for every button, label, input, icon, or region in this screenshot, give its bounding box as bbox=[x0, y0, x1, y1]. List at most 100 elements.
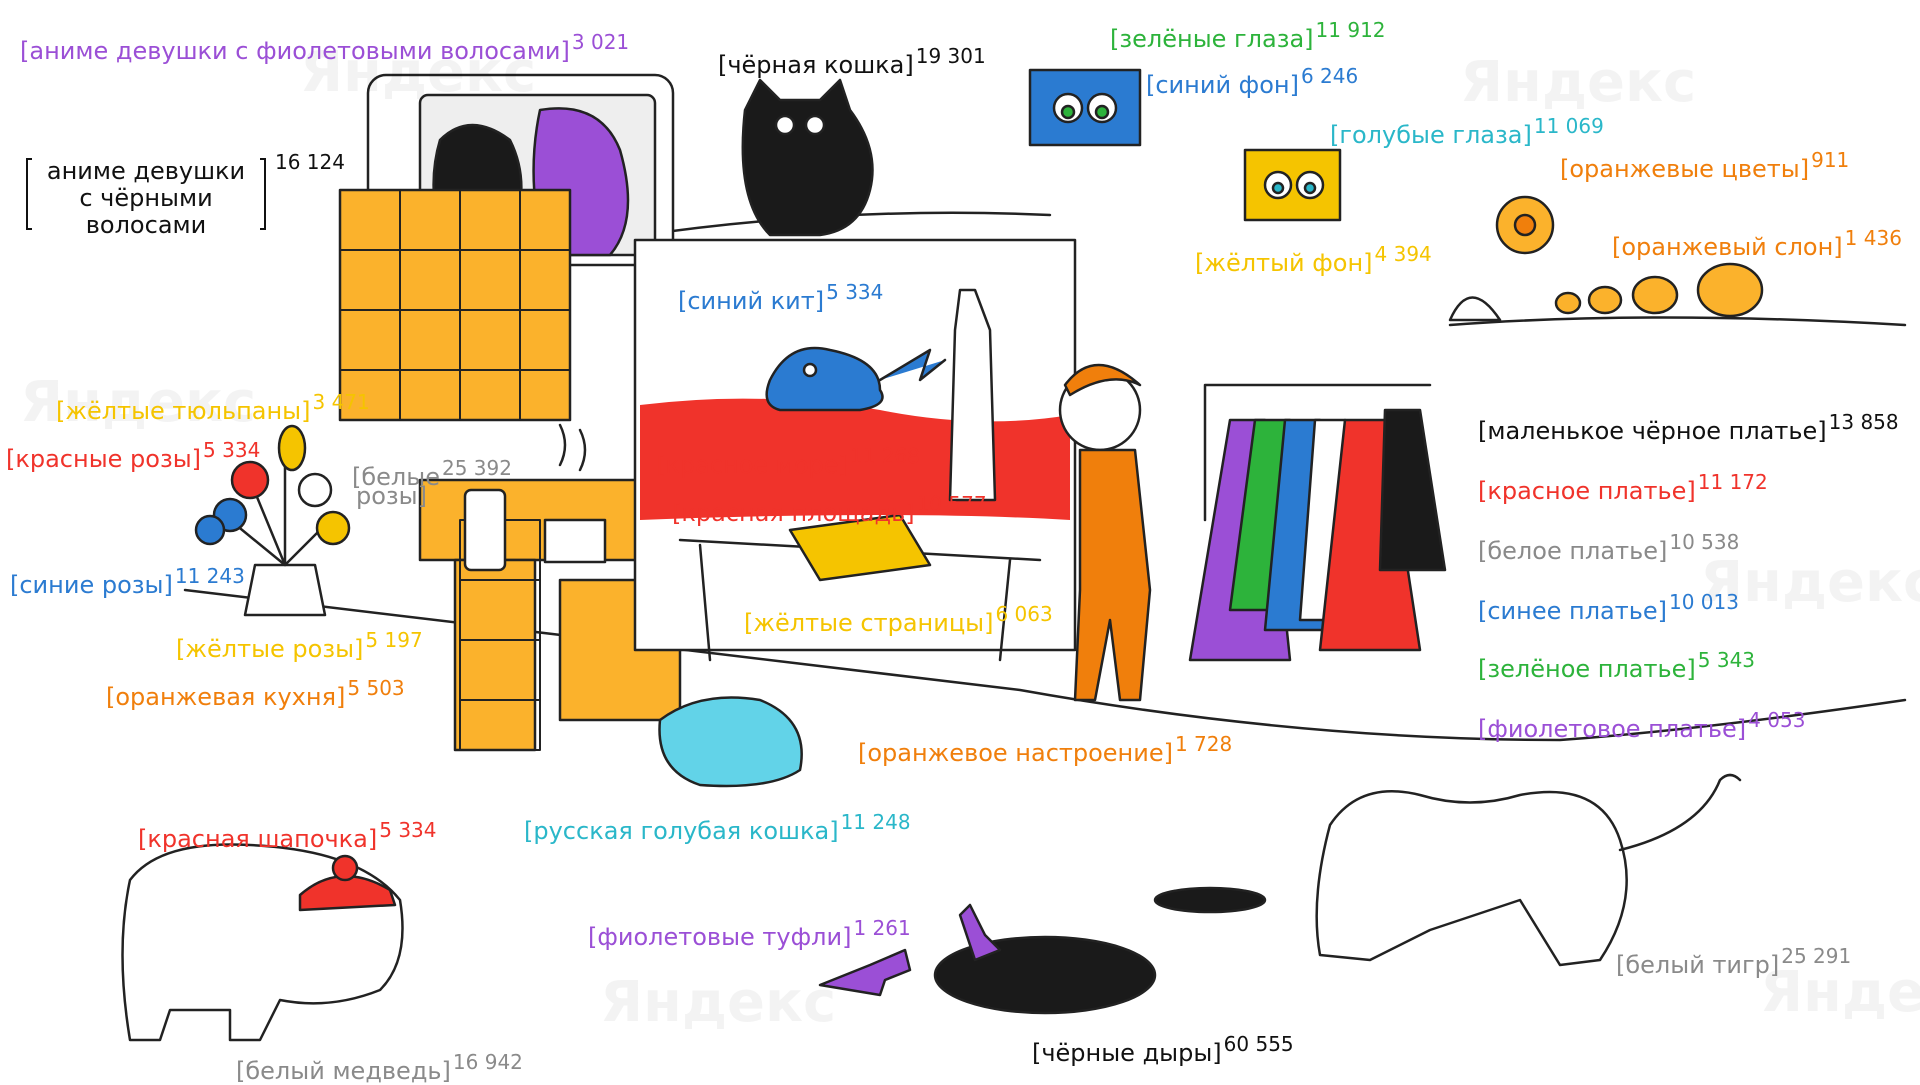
label-text: [оранжевое настроение] bbox=[858, 739, 1173, 767]
label-count: 25 392 bbox=[441, 456, 512, 480]
label-count: 11 172 bbox=[1697, 470, 1768, 494]
label-light-blue-eyes: [голубые глаза]11 069 bbox=[1330, 112, 1604, 149]
label-text: [оранжевый слон] bbox=[1612, 233, 1843, 261]
label-count: 5 334 bbox=[379, 818, 437, 842]
watermark: Яндекс bbox=[1460, 50, 1696, 115]
black-cat bbox=[741, 78, 874, 237]
label-anime-purple: [аниме девушки с фиолетовыми волосами]3 … bbox=[20, 28, 629, 65]
label-red-cap: [красная шапочка]5 334 bbox=[138, 816, 437, 853]
label-text: [оранжевые цветы] bbox=[1560, 155, 1810, 183]
watermark: Яндекс bbox=[600, 970, 836, 1035]
label-text: [русская голубая кошка] bbox=[524, 817, 839, 845]
purple-shoe-2 bbox=[958, 903, 1002, 962]
label-text: [синий кит] bbox=[678, 287, 825, 315]
orange-elephants bbox=[1554, 262, 1764, 318]
label-text: [жёлтые тюльпаны] bbox=[56, 397, 311, 425]
label-text: [синие розы] bbox=[10, 571, 173, 599]
label-count: 11 248 bbox=[840, 810, 911, 834]
label-count: 5 334 bbox=[203, 438, 261, 462]
red-hat bbox=[298, 874, 397, 912]
label-blue-dress: [синее платье]10 013 bbox=[1478, 588, 1739, 625]
label-yellow-pages: [жёлтые страницы]6 063 bbox=[744, 600, 1053, 637]
label-yellow-bg: [жёлтый фон]4 394 bbox=[1195, 240, 1432, 277]
label-count: 911 bbox=[1811, 148, 1850, 172]
label-white-bear: [белый медведь]16 942 bbox=[236, 1048, 523, 1085]
label-purple-shoes: [фиолетовые туфли]1 261 bbox=[588, 914, 911, 951]
label-text: [синее платье] bbox=[1478, 597, 1667, 625]
label-black-holes: [чёрные дыры]60 555 bbox=[1032, 1030, 1294, 1067]
label-count: 10 538 bbox=[1669, 530, 1740, 554]
label-count: 4 053 bbox=[1748, 708, 1806, 732]
purple-shoe-1 bbox=[818, 948, 912, 997]
blue-frame bbox=[1028, 68, 1142, 147]
label-little-black-dress: [маленькое чёрное платье]13 858 bbox=[1478, 408, 1899, 445]
label-black-cat: [чёрная кошка]19 301 bbox=[718, 42, 986, 79]
label-text: [чёрные дыры] bbox=[1032, 1039, 1222, 1067]
label-count: 13 858 bbox=[1828, 410, 1899, 434]
person-body bbox=[1073, 448, 1152, 702]
label-count: 5 197 bbox=[365, 628, 423, 652]
label-red-dress: [красное платье]11 172 bbox=[1478, 468, 1768, 505]
label-text: [красная площадь] bbox=[672, 499, 915, 527]
label-text: [красное море] bbox=[656, 451, 848, 479]
label-green-eyes: [зелёные глаза]11 912 bbox=[1110, 16, 1386, 53]
label-text: [белый медведь] bbox=[236, 1057, 451, 1085]
label-red-sea: [красное море]11 268 bbox=[656, 442, 920, 479]
label-text: [фиолетовое платье] bbox=[1478, 715, 1747, 743]
label-purple-dress: [фиолетовое платье]4 053 bbox=[1478, 706, 1805, 743]
label-red-roses: [красные розы]5 334 bbox=[6, 436, 260, 473]
label-count: 16 942 bbox=[452, 1050, 523, 1074]
label-white-dress: [белое платье]10 538 bbox=[1478, 528, 1739, 565]
label-text: [красная шапочка] bbox=[138, 825, 378, 853]
label-count: 3 021 bbox=[571, 30, 630, 54]
label-count: 1 261 bbox=[853, 916, 911, 940]
vase bbox=[243, 563, 327, 617]
label-count: 5 334 bbox=[826, 280, 884, 304]
yellow-pages bbox=[788, 513, 932, 582]
pot bbox=[543, 518, 607, 564]
label-text: [жёлтые розы] bbox=[176, 635, 364, 663]
label-orange-flowers: [оранжевые цветы]911 bbox=[1560, 146, 1849, 183]
label-white-tiger: [белый тигр]25 291 bbox=[1616, 942, 1851, 979]
flowers bbox=[194, 424, 351, 567]
black-dress bbox=[1378, 408, 1447, 572]
label-text: [белые bbox=[352, 463, 440, 491]
label-white-roses-2: розы] bbox=[356, 482, 427, 510]
label-count: 11 069 bbox=[1533, 114, 1604, 138]
label-count: 11 912 bbox=[1315, 18, 1386, 42]
label-text: [красное платье] bbox=[1478, 477, 1696, 505]
label-text: [зелёное платье] bbox=[1478, 655, 1696, 683]
label-blue-bg: [синий фон]6 246 bbox=[1146, 62, 1358, 99]
watermark: Яндекс bbox=[300, 40, 536, 105]
label-count: 5 503 bbox=[347, 676, 405, 700]
label-text: [оранжевая кухня] bbox=[106, 683, 346, 711]
label-count: 6 063 bbox=[995, 602, 1053, 626]
anime-black-hair-line1: аниме девушки bbox=[46, 157, 246, 185]
label-count: 5 343 bbox=[1697, 648, 1756, 672]
label-green-dress: [зелёное платье]5 343 bbox=[1478, 646, 1755, 683]
watermark: Яндекс bbox=[1760, 960, 1920, 1025]
label-count: 11 243 bbox=[174, 564, 245, 588]
label-count: 6 246 bbox=[1300, 64, 1359, 88]
kremlin-tower bbox=[948, 288, 997, 502]
label-count: 60 555 bbox=[1223, 1032, 1294, 1056]
lamp bbox=[1448, 296, 1502, 322]
label-text: [белое платье] bbox=[1478, 537, 1668, 565]
label-count: 25 291 bbox=[1781, 944, 1852, 968]
label-count: 1 728 bbox=[1174, 732, 1233, 756]
anime-black-hair-line2: с чёрными bbox=[79, 184, 213, 212]
label-text: [жёлтый фон] bbox=[1195, 249, 1373, 277]
russian-blue-cat bbox=[658, 696, 803, 788]
shelf bbox=[1448, 316, 1907, 327]
anime-black-hair-label: аниме девушки с чёрными волосами bbox=[26, 157, 266, 239]
label-blue-roses: [синие розы]11 243 bbox=[10, 562, 245, 599]
label-text: [маленькое чёрное платье] bbox=[1478, 417, 1827, 445]
black-hole-small bbox=[1153, 886, 1267, 914]
label-orange-mood: [оранжевое настроение]1 728 bbox=[858, 730, 1232, 767]
label-text: [синий фон] bbox=[1146, 71, 1299, 99]
label-text: [зелёные глаза] bbox=[1110, 25, 1314, 53]
label-text: [красные розы] bbox=[6, 445, 202, 473]
label-count: 11 268 bbox=[849, 444, 920, 468]
